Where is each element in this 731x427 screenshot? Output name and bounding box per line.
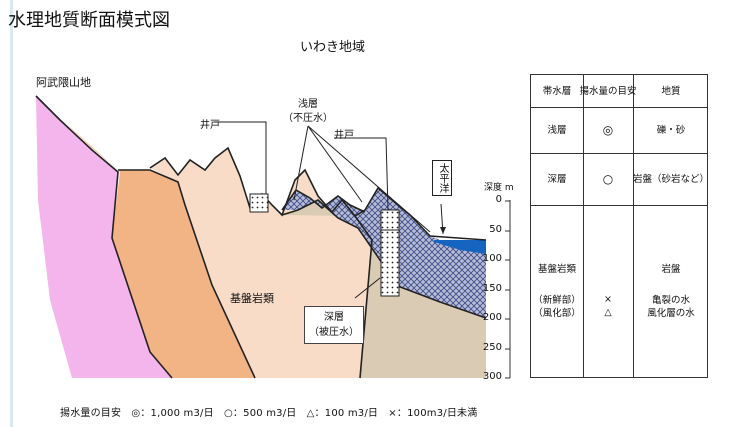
table-row-deep-geology: 岩盤（砂岩など） <box>633 173 710 185</box>
bedrock-fresh-label: （新鮮部） <box>533 294 581 306</box>
bedrock-weathered-yield: △ <box>604 307 612 318</box>
sea-label: 太平洋 <box>432 160 452 196</box>
bedrock-weathered-label: （風化部） <box>533 307 581 319</box>
table-divider <box>531 205 707 206</box>
well-right-label: 井戸 <box>334 130 354 141</box>
left-edge-strip <box>10 0 13 427</box>
table-row-bedrock-layer: 基盤岩類 （新鮮部） （風化部） <box>531 205 583 377</box>
table-divider <box>531 153 707 154</box>
orange-layer <box>60 118 255 378</box>
table-row-shallow-layer: 浅層 <box>547 124 567 136</box>
table-row-bedrock-yield: × △ <box>583 205 633 377</box>
bedrock-weathered-water: 風化層の水 <box>647 307 695 319</box>
depth-tick: 200 <box>482 312 502 323</box>
depth-tick: 0 <box>495 194 502 205</box>
diagram-title: 水理地質断面模式図 <box>8 10 170 31</box>
depth-tick: 100 <box>482 253 502 264</box>
depth-axis-title: 深度 m <box>484 183 514 193</box>
table-row-deep-yield: ○ <box>602 171 614 186</box>
bedrock-geology: 岩盤 <box>661 263 681 275</box>
table-divider <box>633 75 634 377</box>
bedrock-fresh-yield: × <box>604 294 612 305</box>
well-left-label: 井戸 <box>200 120 220 131</box>
granite-layer <box>36 96 172 378</box>
table-row-shallow-yield: ◎ <box>602 122 614 137</box>
table-header-yield: 揚水量の目安 <box>579 85 637 97</box>
sea-label-text: 太平洋 <box>437 163 448 193</box>
bedrock-label: 基盤岩類 <box>230 292 274 305</box>
deep-layer-name: 深層 <box>324 312 344 323</box>
yield-legend: 揚水量の目安 ◎：1,000 m3/日 ○：500 m3/日 △：100 m3/… <box>60 408 478 419</box>
mountain-label: 阿武隈山地 <box>36 76 91 89</box>
bedrock-crack-water: 亀裂の水 <box>651 294 690 306</box>
well-deep-upper <box>380 209 400 231</box>
depth-tick: 300 <box>482 371 502 382</box>
table-row-bedrock-geology: 岩盤 亀裂の水 風化層の水 <box>633 205 709 377</box>
depth-tick: 150 <box>482 283 502 294</box>
depth-tick: 50 <box>489 224 502 235</box>
table-row-deep-layer: 深層 <box>547 173 567 185</box>
table-row-shallow-geology: 礫・砂 <box>656 124 686 136</box>
depth-tick: 250 <box>482 342 502 353</box>
deep-layer-note: （被圧水） <box>309 327 359 338</box>
aquifer-table: 帯水層 揚水量の目安 地質 浅層 ◎ 礫・砂 深層 ○ 岩盤（砂岩など） 基盤岩… <box>530 74 710 378</box>
table-divider <box>531 107 707 108</box>
well-shallow <box>249 193 269 213</box>
shallow-layer-note: （不圧水） <box>283 113 333 124</box>
deep-layer-label: 深層 （被圧水） <box>304 306 364 344</box>
table-divider <box>583 75 584 377</box>
sea <box>434 240 486 254</box>
bedrock-layer-name: 基盤岩類 <box>537 263 576 275</box>
well-deep-lower <box>380 229 400 297</box>
table-header-layer: 帯水層 <box>542 85 572 97</box>
diagram-subtitle: いわき地域 <box>300 40 366 55</box>
shallow-layer-name: 浅層 <box>298 99 318 110</box>
table-header-geology: 地質 <box>661 85 681 97</box>
shallow-layer-label: 浅層 （不圧水） <box>276 98 340 126</box>
